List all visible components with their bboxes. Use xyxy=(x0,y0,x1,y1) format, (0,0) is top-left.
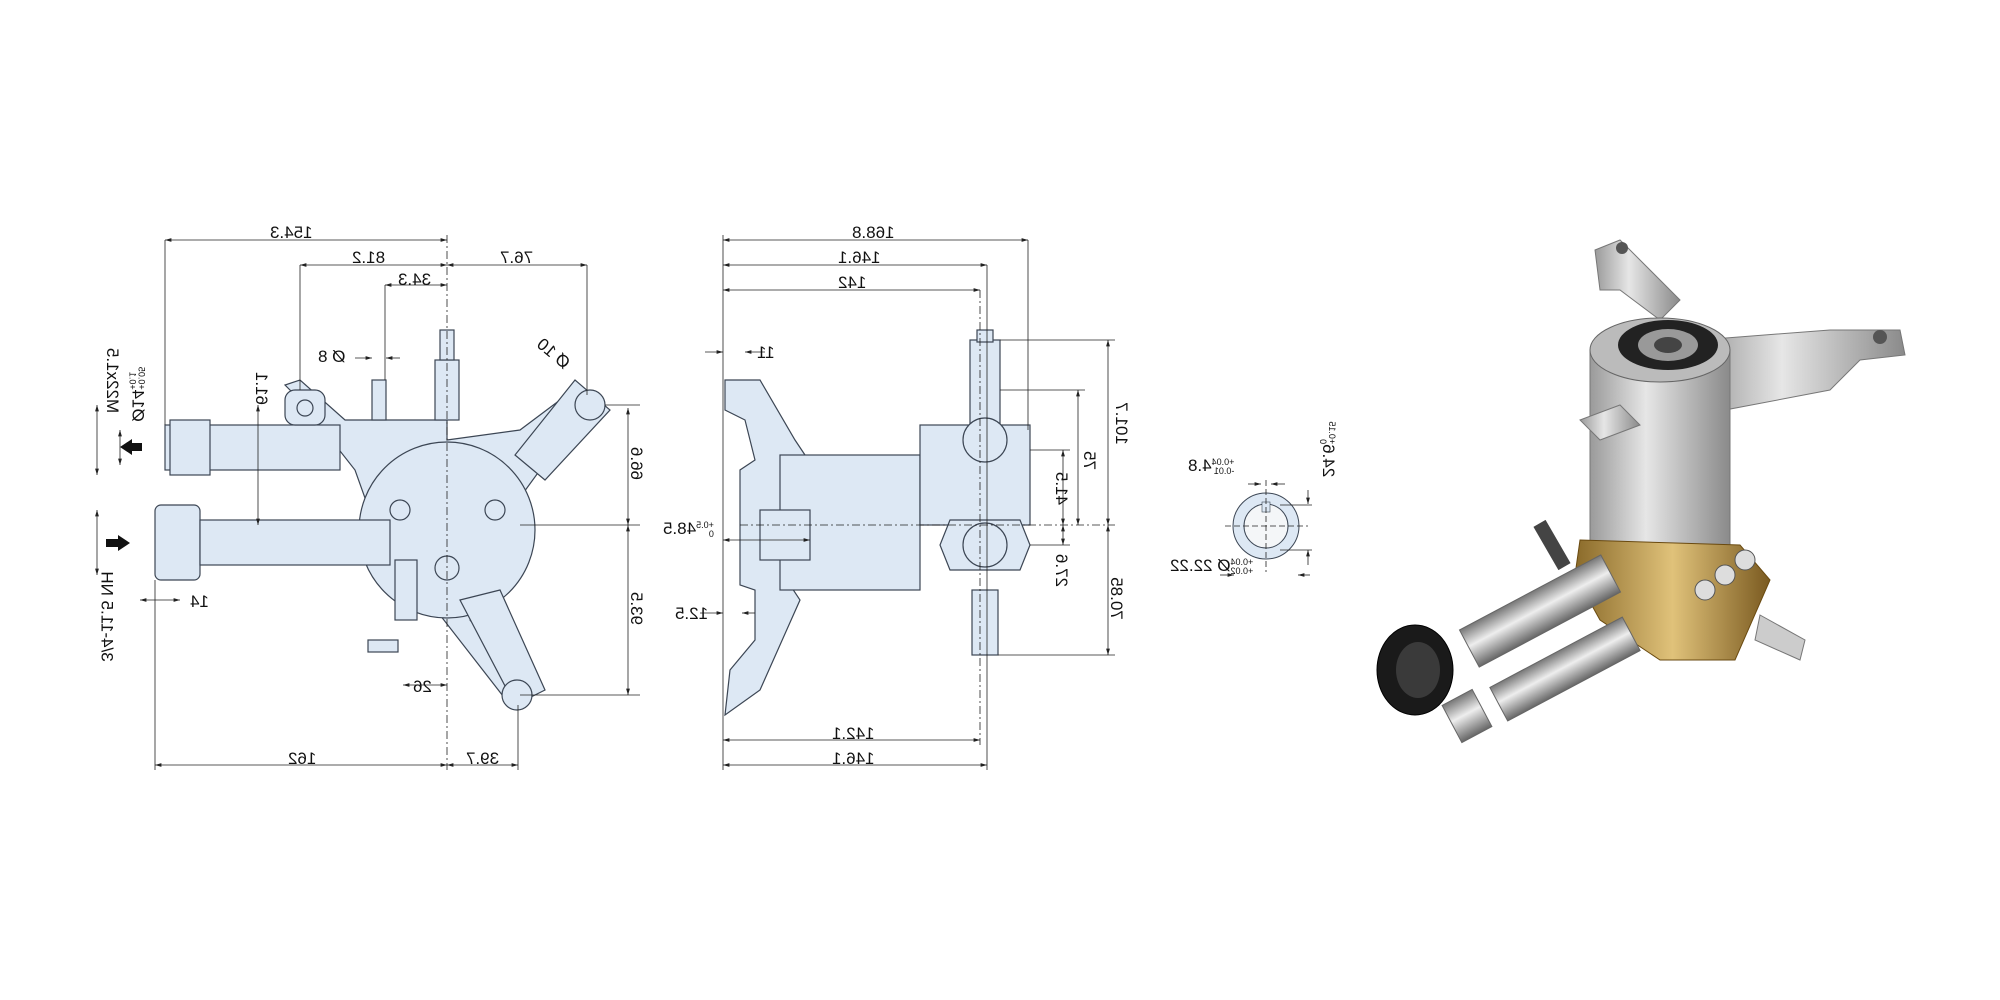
outlet-dia: Ø14 xyxy=(128,389,148,422)
dim-146-1-bottom: 146.1 xyxy=(832,749,875,768)
inlet-arrow-icon xyxy=(106,535,130,551)
dim-75: 75 xyxy=(1079,451,1099,470)
dim-27-6: 27.6 xyxy=(1052,553,1072,588)
dim-14: 14 xyxy=(190,592,209,611)
dim-34-3: 34.3 xyxy=(398,270,432,289)
outlet-diameter-label: Ø14+0.05+0.1 xyxy=(128,366,148,422)
inlet-thread-label: 3/4-11.5 NH xyxy=(97,571,117,662)
dim-168-8: 168.8 xyxy=(852,223,895,242)
dim-66-6: 66.6 xyxy=(627,446,647,481)
dim-41-5: 41.5 xyxy=(1052,471,1072,506)
shaft-tol-lower: +0.02 xyxy=(1230,565,1254,576)
pump-product-photo xyxy=(1376,239,1906,744)
dim-61-1: 61.1 xyxy=(252,371,272,406)
dim-48-tol-lower: 0 xyxy=(708,528,714,539)
shaft-diameter-label: +0.04+0.02Ø 22.22 xyxy=(1170,556,1254,576)
dim-70-85: 70.85 xyxy=(1106,577,1126,620)
outlet-thread-label: M22x1.5 xyxy=(103,347,123,414)
key-height-tol-upper: +0.15 xyxy=(1327,421,1338,445)
dim-146-1-top: 146.1 xyxy=(838,248,881,267)
dim-142-1: 142.1 xyxy=(832,724,875,743)
dim-81-2: 81.2 xyxy=(352,248,386,267)
dim-39-7: 39.7 xyxy=(466,749,500,768)
key-tol-lower: -0.01 xyxy=(1213,465,1235,476)
dim-76-7: 76.7 xyxy=(500,248,534,267)
dim-12-5: 12.5 xyxy=(675,604,709,623)
side-view-dimensions xyxy=(95,235,640,770)
dim-101-7: 101.7 xyxy=(1111,402,1131,445)
dim-48-value: 48.5 xyxy=(663,519,697,538)
outlet-dia-tol-lower: +0.1 xyxy=(128,371,139,390)
side-view-pump xyxy=(154,329,611,711)
key-height-tol-lower: 0 xyxy=(1318,439,1329,445)
dim-dia-8: Ø 8 xyxy=(318,347,346,366)
shaft-section xyxy=(1220,480,1312,577)
dim-154-3: 154.3 xyxy=(270,223,313,242)
key-width-label: +0.04-0.014.8 xyxy=(1188,456,1235,476)
outlet-arrow-icon xyxy=(120,439,142,455)
key-height: 24.6 xyxy=(1319,444,1339,478)
front-view-dimensions xyxy=(700,235,1115,770)
key-width: 4.8 xyxy=(1188,456,1212,475)
dim-93-5: 93.5 xyxy=(627,591,647,626)
dim-142: 142 xyxy=(838,273,867,292)
front-view-pump xyxy=(724,329,1031,717)
outlet-dia-tol-upper: +0.05 xyxy=(137,366,148,390)
dim-26: 26 xyxy=(413,677,432,696)
dim-162: 162 xyxy=(288,749,317,768)
dim-11: 11 xyxy=(757,343,775,362)
shaft-dia: Ø 22.22 xyxy=(1170,556,1231,575)
